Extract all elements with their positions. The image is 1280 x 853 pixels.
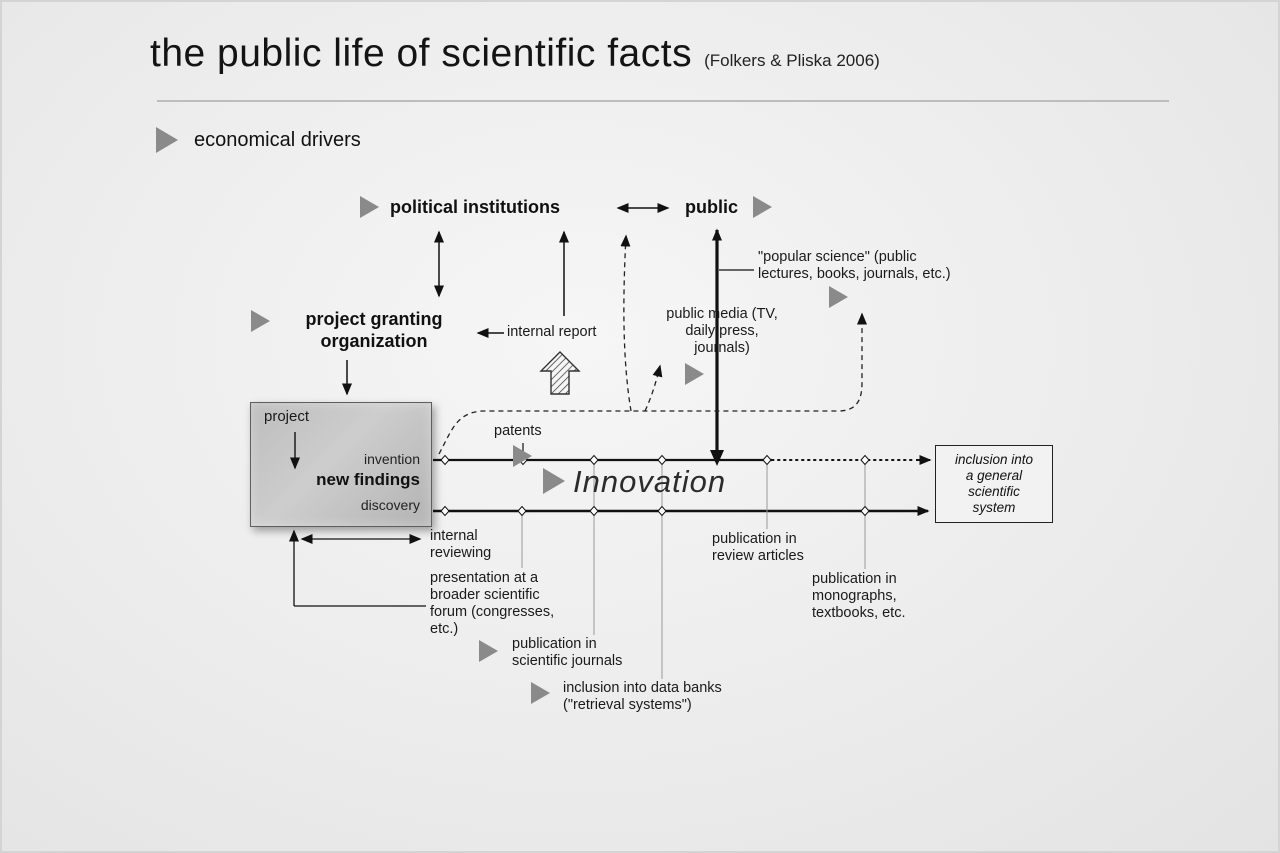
public-media-label: public media (TV, daily press, journals) bbox=[666, 306, 778, 356]
new-findings-label: new findings bbox=[316, 470, 420, 489]
popular-science-label: "popular science" (public lectures, book… bbox=[758, 249, 951, 282]
title-citation: (Folkers & Pliska 2006) bbox=[704, 51, 880, 70]
divider bbox=[157, 100, 1169, 102]
economical-drivers-label: economical drivers bbox=[194, 129, 361, 151]
granting-organization-arrow-icon bbox=[251, 310, 270, 332]
internal-reviewing-label: internal reviewing bbox=[430, 528, 492, 561]
up-block-arrow-icon bbox=[539, 351, 581, 395]
publication-journals-arrow-icon bbox=[479, 640, 498, 662]
presentation-label: presentation at a broader scientific for… bbox=[430, 570, 555, 637]
internal-report-label: internal report bbox=[507, 324, 597, 340]
innovation-arrow-icon bbox=[543, 468, 565, 494]
invention-label: invention bbox=[363, 451, 420, 467]
publication-journals-label: publication in scientific journals bbox=[512, 636, 623, 669]
granting-organization-label: project granting organization bbox=[305, 309, 443, 351]
public-media-arrow-icon bbox=[685, 363, 704, 385]
political-institutions-label: political institutions bbox=[390, 197, 560, 217]
project-label: project bbox=[264, 408, 310, 425]
discovery-label: discovery bbox=[360, 497, 420, 513]
popular-science-arrow-icon bbox=[829, 286, 848, 308]
patents-label: patents bbox=[494, 423, 542, 439]
political-institutions-arrow-icon bbox=[360, 196, 379, 218]
data-banks-arrow-icon bbox=[531, 682, 550, 704]
public-arrow-icon bbox=[753, 196, 772, 218]
inclusion-general-box: inclusion into a general scientific syst… bbox=[935, 445, 1053, 523]
page-title: the public life of scientific facts (Folk… bbox=[150, 32, 880, 76]
publication-reviews-label: publication in review articles bbox=[712, 531, 804, 564]
patents-arrow-icon bbox=[513, 445, 532, 467]
public-label: public bbox=[685, 197, 738, 217]
publication-monographs-label: publication in monographs, textbooks, et… bbox=[812, 571, 906, 621]
title-text: the public life of scientific facts bbox=[150, 32, 693, 75]
economical-drivers-arrow-icon bbox=[156, 127, 178, 153]
data-banks-label: inclusion into data banks ("retrieval sy… bbox=[563, 680, 722, 713]
project-box bbox=[250, 402, 432, 527]
innovation-label: Innovation bbox=[573, 464, 727, 499]
